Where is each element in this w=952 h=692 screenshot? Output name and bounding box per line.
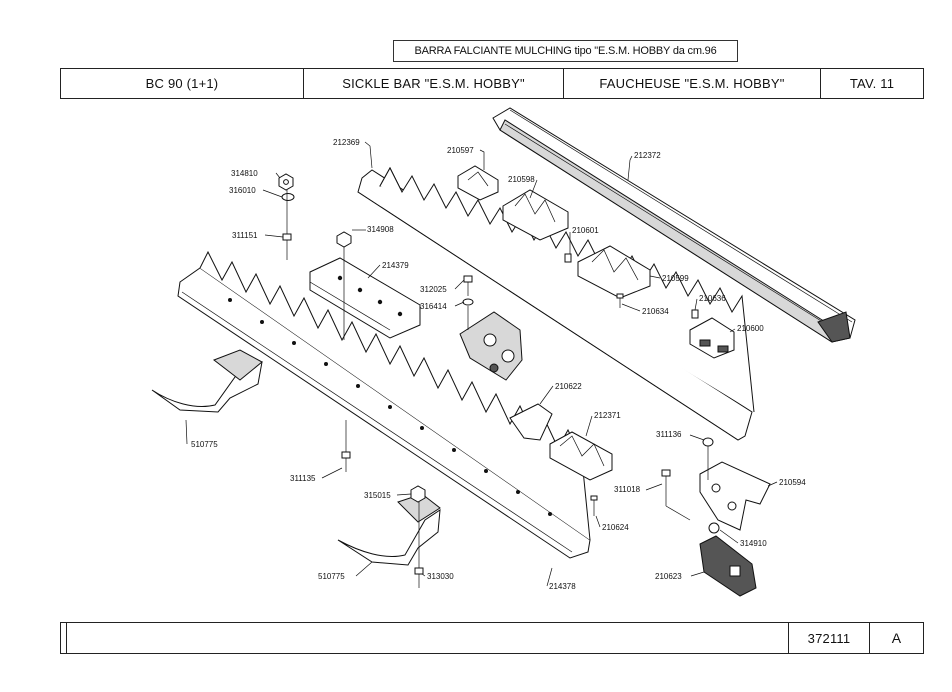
part-label-210598: 210598: [508, 175, 535, 184]
part-label-210597: 210597: [447, 146, 474, 155]
profile-bar-part: [492, 107, 856, 343]
skid-shoe-part-lower: [337, 493, 441, 566]
nut-314910: [708, 522, 720, 534]
bolt-311151: [282, 233, 292, 260]
divider: [66, 623, 67, 653]
guard-plate-210597: [457, 165, 499, 201]
title-french: FAUCHEUSE "E.S.M. HOBBY": [599, 76, 785, 91]
divider: [563, 69, 564, 98]
guard-plate-210598: [502, 189, 569, 241]
wear-plate-part: [309, 257, 421, 339]
part-label-210622: 210622: [555, 382, 582, 391]
bolt-313030: [414, 567, 424, 588]
bolt-312025: [463, 275, 473, 296]
screw-210636: [691, 309, 699, 319]
nut-315015: [410, 485, 426, 503]
part-label-210623: 210623: [655, 572, 682, 581]
screw-210624: [590, 495, 598, 516]
drawing-subtitle: BARRA FALCIANTE MULCHING tipo "E.S.M. HO…: [393, 40, 738, 62]
part-label-311136: 311136: [656, 430, 682, 439]
knife-clip-part: [699, 461, 771, 531]
part-label-311135: 311135: [290, 474, 316, 483]
revision-letter: A: [891, 630, 902, 646]
title-block: BC 90 (1+1) SICKLE BAR "E.S.M. HOBBY" FA…: [60, 68, 924, 99]
part-label-214379: 214379: [382, 261, 409, 270]
guard-212371-part: [549, 431, 613, 481]
bolt-311136: [702, 437, 714, 466]
part-label-510775-upper: 510775: [191, 440, 218, 449]
model-cell: BC 90 (1+1): [145, 76, 219, 91]
divider: [869, 623, 870, 653]
part-label-212371: 212371: [594, 411, 621, 420]
guard-210622-part: [509, 403, 553, 441]
upper-knife-part: [357, 166, 755, 441]
guard-plate-210599: [577, 245, 651, 299]
part-label-316414: 316414: [420, 302, 447, 311]
part-label-316010: 316010: [229, 186, 256, 195]
lower-knife-part: [177, 250, 591, 559]
screw-210601: [564, 253, 572, 263]
part-label-210600: 210600: [737, 324, 764, 333]
part-label-312025: 312025: [420, 285, 447, 294]
drawing-code: 372111: [807, 630, 851, 646]
washer-316414: [462, 298, 474, 306]
part-label-212372: 212372: [634, 151, 661, 160]
divider: [820, 69, 821, 98]
part-label-210624: 210624: [602, 523, 629, 532]
part-label-214378: 214378: [549, 582, 576, 591]
table-number: TAV. 11: [849, 76, 895, 91]
part-label-210599: 210599: [662, 274, 689, 283]
part-label-210594: 210594: [779, 478, 806, 487]
part-label-210601: 210601: [572, 226, 599, 235]
part-label-210636: 210636: [699, 294, 726, 303]
divider: [788, 623, 789, 653]
part-label-212369: 212369: [333, 138, 360, 147]
skid-shoe-part-upper: [151, 349, 263, 413]
divider: [303, 69, 304, 98]
washer-316010: [281, 193, 295, 201]
title-english: SICKLE BAR "E.S.M. HOBBY": [342, 76, 525, 91]
part-label-210634: 210634: [642, 307, 669, 316]
guard-plate-210600: [689, 317, 735, 359]
part-label-314910: 314910: [740, 539, 767, 548]
part-label-311018: 311018: [614, 485, 641, 494]
part-label-314810: 314810: [231, 169, 258, 178]
part-label-313030: 313030: [427, 572, 454, 581]
bolt-311018: [661, 469, 671, 506]
knife-guide-part: [459, 311, 523, 381]
screw-210634: [616, 293, 624, 308]
part-label-510775-lower: 510775: [318, 572, 345, 581]
part-label-315015: 315015: [364, 491, 391, 500]
nut-314810: [278, 173, 294, 191]
part-label-314908: 314908: [367, 225, 394, 234]
bolt-311135: [341, 451, 351, 472]
part-label-311151: 311151: [232, 231, 258, 240]
footer-block: 372111 A: [60, 622, 924, 654]
nut-314908: [336, 231, 352, 248]
